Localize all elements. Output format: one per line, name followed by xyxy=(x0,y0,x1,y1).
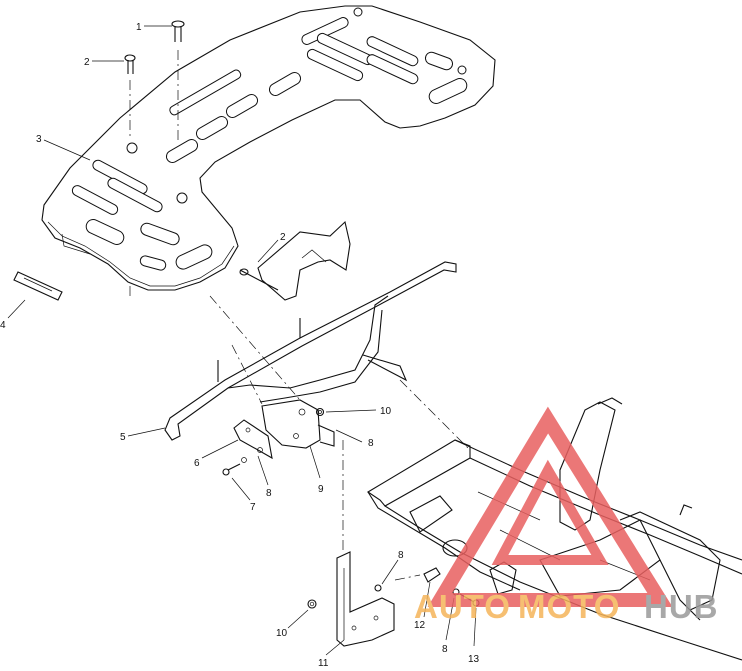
bolt-part-7 xyxy=(222,447,263,476)
watermark-moto: MOTO xyxy=(518,588,620,625)
bolt-part-2-top xyxy=(124,54,136,140)
callout-9: 9 xyxy=(318,484,324,495)
callout-3: 3 xyxy=(36,134,42,145)
watermark-auto: AUTO xyxy=(414,588,511,625)
callout-1: 1 xyxy=(136,22,142,33)
rear-rack xyxy=(41,5,496,291)
callouts: 1 2 3 4 2 5 6 7 8 9 8 10 8 10 11 12 8 13 xyxy=(0,22,480,669)
nut-part-10-bottom xyxy=(307,599,317,609)
support-rail-part-5 xyxy=(164,261,457,441)
callout-12: 12 xyxy=(414,620,426,631)
spacer-part-12 xyxy=(423,567,441,583)
bracket-part-9 xyxy=(261,399,335,449)
callout-7: 7 xyxy=(250,502,256,513)
atv-frame xyxy=(366,397,742,661)
watermark-logo: AUTO MOTO HUB xyxy=(414,406,719,625)
bracket-part-6 xyxy=(233,419,273,460)
assembly-lines xyxy=(129,286,471,581)
watermark-triangle xyxy=(427,406,673,607)
leader-lines xyxy=(7,25,477,656)
rear-mount-bracket xyxy=(239,220,351,301)
callout-5: 5 xyxy=(120,432,126,443)
callout-8-c: 8 xyxy=(398,550,404,561)
callout-8-b: 8 xyxy=(368,438,374,449)
callout-10-top: 10 xyxy=(380,406,392,417)
washer-part-8-bottom xyxy=(374,584,382,592)
callout-6: 6 xyxy=(194,458,200,469)
callout-2-top: 2 xyxy=(84,57,90,68)
watermark-hub: HUB xyxy=(644,588,719,625)
callout-4: 4 xyxy=(0,320,6,331)
callout-8-a: 8 xyxy=(266,488,272,499)
bolt-part-1 xyxy=(171,20,185,140)
callout-13: 13 xyxy=(468,654,480,665)
callout-8-d: 8 xyxy=(442,644,448,655)
callout-10-bottom: 10 xyxy=(276,628,288,639)
nut-part-10-top xyxy=(315,407,325,417)
callout-11: 11 xyxy=(318,658,329,669)
callout-2-mid: 2 xyxy=(280,232,286,243)
decal-part-4 xyxy=(13,271,63,301)
bracket-part-11 xyxy=(336,440,395,647)
